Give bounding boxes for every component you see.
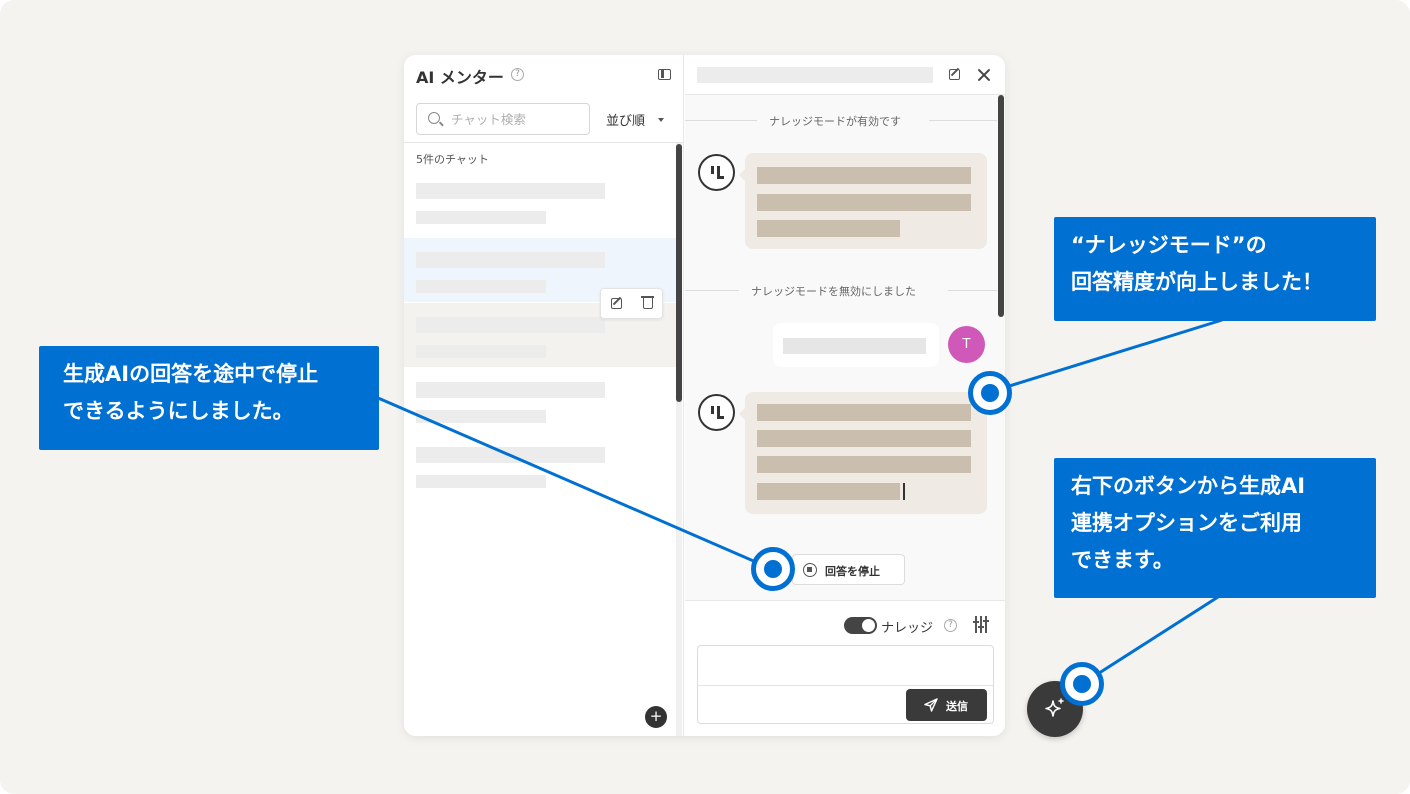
chat-item-actions: [600, 288, 663, 319]
system-message-text: ナレッジモードが有効です: [769, 115, 901, 128]
edit-icon[interactable]: [611, 298, 622, 309]
send-button[interactable]: 送信: [906, 689, 987, 721]
message-line-placeholder: [757, 404, 971, 421]
callout-line: “ナレッジモード”の: [1071, 233, 1267, 257]
system-message: ナレッジモードが有効です: [685, 113, 997, 128]
chat-subtitle-placeholder: [416, 345, 546, 358]
divider: [685, 290, 739, 291]
chat-list-item[interactable]: [404, 169, 676, 233]
close-icon[interactable]: [976, 67, 992, 83]
stop-answer-button[interactable]: 回答を停止: [792, 554, 905, 585]
knowledge-mode-toggle[interactable]: [844, 617, 877, 634]
callout-stop-answer: 生成AIの回答を途中で停止 できるようにしました。: [39, 346, 379, 450]
chat-header: [685, 55, 1005, 95]
chat-title-placeholder: [416, 382, 605, 398]
send-icon: [924, 698, 938, 712]
message-line-placeholder: [757, 483, 900, 500]
divider: [404, 142, 684, 143]
typing-cursor: [903, 483, 905, 500]
chat-count: 5件のチャット: [416, 153, 489, 166]
system-message: ナレッジモードを無効にしました: [685, 283, 997, 298]
callout-line: 回答精度が向上しました！: [1071, 270, 1323, 294]
callout-line: できます。: [1071, 548, 1174, 572]
message-line-placeholder: [757, 220, 900, 237]
chat-list-item-selected[interactable]: [404, 238, 676, 302]
search-input[interactable]: [451, 104, 581, 134]
settings-sliders-icon[interactable]: [972, 616, 990, 633]
sidebar-toggle-icon[interactable]: [658, 69, 671, 80]
highlight-marker: [751, 547, 795, 591]
chat-subtitle-placeholder: [416, 475, 546, 488]
search-icon: [428, 112, 440, 124]
bot-avatar-icon: [698, 154, 735, 191]
help-icon[interactable]: ?: [511, 68, 524, 81]
knowledge-mode-label: ナレッジ: [881, 621, 934, 636]
user-message: [773, 323, 939, 367]
chat-title-placeholder: [416, 317, 605, 333]
ai-mentor-window: AI メンター ? 並び順 5件のチャット: [404, 55, 1005, 736]
sort-button[interactable]: 並び順: [606, 114, 646, 129]
chat-title-placeholder: [416, 447, 605, 463]
callout-line: できるようにしました。: [63, 399, 294, 423]
chat-panel: ナレッジモードが有効です ナレッジモードを無効にしました T: [685, 55, 1005, 736]
highlight-marker: [1060, 662, 1104, 706]
system-message-text: ナレッジモードを無効にしました: [751, 285, 916, 298]
divider: [685, 120, 757, 121]
help-icon[interactable]: ?: [944, 619, 957, 632]
message-line-placeholder: [757, 430, 971, 447]
callout-ai-options: 右下のボタンから生成AI 連携オプションをご利用 できます。: [1054, 458, 1376, 598]
scrollbar-thumb[interactable]: [676, 144, 682, 402]
chat-title-placeholder: [697, 67, 933, 83]
trash-icon[interactable]: [641, 296, 654, 309]
chat-subtitle-placeholder: [416, 410, 546, 423]
send-label: 送信: [946, 700, 968, 713]
message-line-placeholder: [783, 338, 926, 354]
search-box[interactable]: [416, 103, 590, 135]
callout-knowledge-mode: “ナレッジモード”の 回答精度が向上しました！: [1054, 217, 1376, 321]
message-box[interactable]: 送信: [697, 645, 994, 724]
message-line-placeholder: [757, 167, 971, 184]
bot-message: [739, 153, 987, 249]
chat-title-placeholder: [416, 252, 605, 268]
caret-down-icon[interactable]: [658, 118, 664, 122]
chat-list-item[interactable]: [404, 368, 676, 432]
highlight-marker: [968, 371, 1012, 415]
chat-subtitle-placeholder: [416, 211, 546, 224]
message-input[interactable]: [706, 652, 986, 680]
bot-avatar-icon: [698, 394, 735, 431]
callout-line: 生成AIの回答を途中で停止: [63, 362, 319, 386]
plus-icon[interactable]: +: [645, 706, 667, 728]
divider: [698, 685, 993, 686]
stop-answer-label: 回答を停止: [825, 565, 880, 578]
divider: [948, 290, 997, 291]
message-line-placeholder: [757, 194, 971, 211]
callout-line: 右下のボタンから生成AI: [1071, 474, 1306, 498]
message-composer: ナレッジ ? 送信: [685, 600, 1005, 736]
bot-message-streaming: [739, 392, 987, 514]
sparkle-icon: [1045, 698, 1064, 717]
edit-icon[interactable]: [949, 69, 960, 80]
user-avatar: T: [948, 326, 985, 363]
divider: [929, 120, 997, 121]
chat-subtitle-placeholder: [416, 280, 546, 293]
callout-line: 連携オプションをご利用: [1071, 511, 1302, 535]
stop-icon: [803, 563, 817, 577]
app-title: AI メンター: [416, 68, 504, 87]
scrollbar-thumb[interactable]: [998, 95, 1004, 317]
chat-title-placeholder: [416, 183, 605, 199]
chat-list-item[interactable]: [404, 433, 676, 497]
chat-list-panel: AI メンター ? 並び順 5件のチャット: [404, 55, 684, 736]
message-line-placeholder: [757, 456, 971, 473]
